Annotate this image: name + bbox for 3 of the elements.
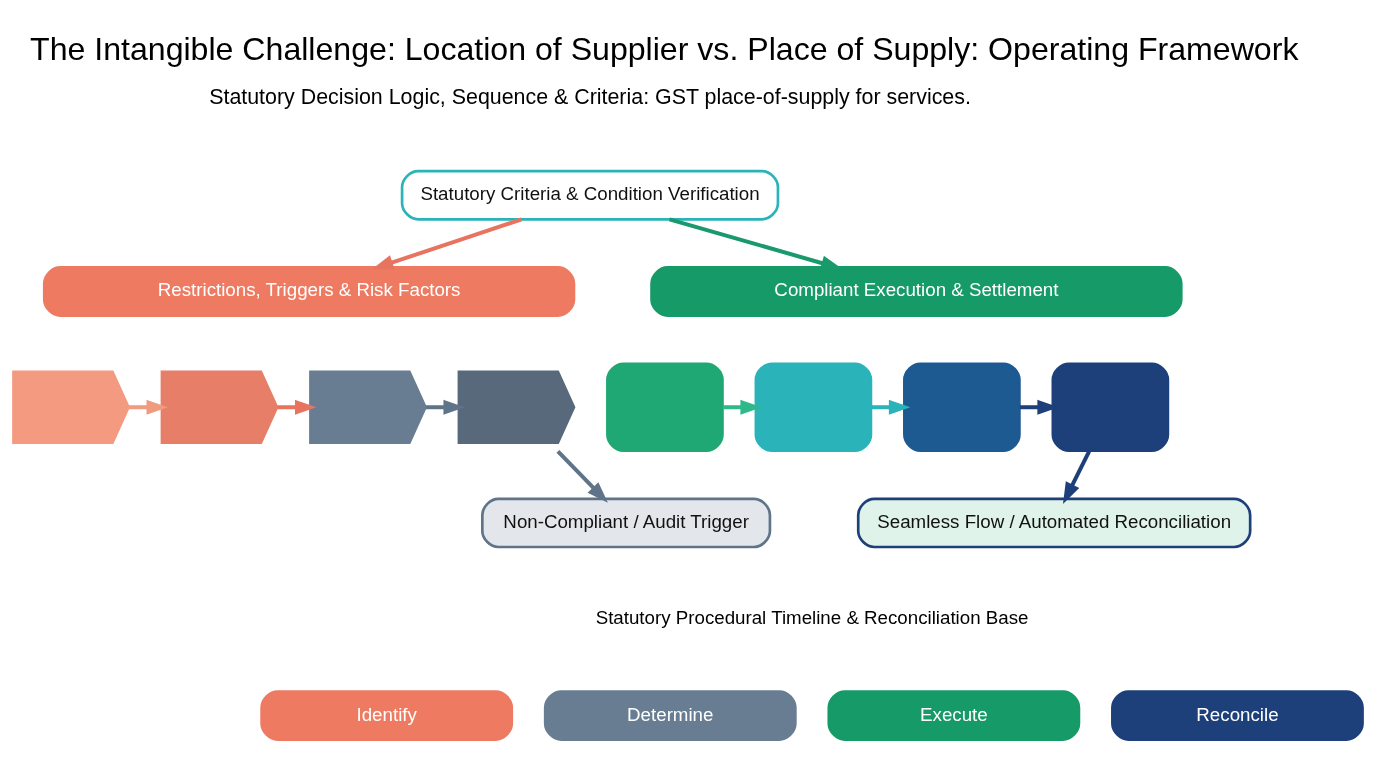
label: Statutory Procedural Timeline & Reconciliation Base	[595, 606, 1029, 628]
label: Statutory Decision Logic, Sequence & Criteria: GST place-of-supply for services.	[209, 84, 971, 109]
diagram-title: The Intangible Challenge: Location of Supplier vs. Place of Supply: Operating Framework	[30, 30, 1299, 67]
